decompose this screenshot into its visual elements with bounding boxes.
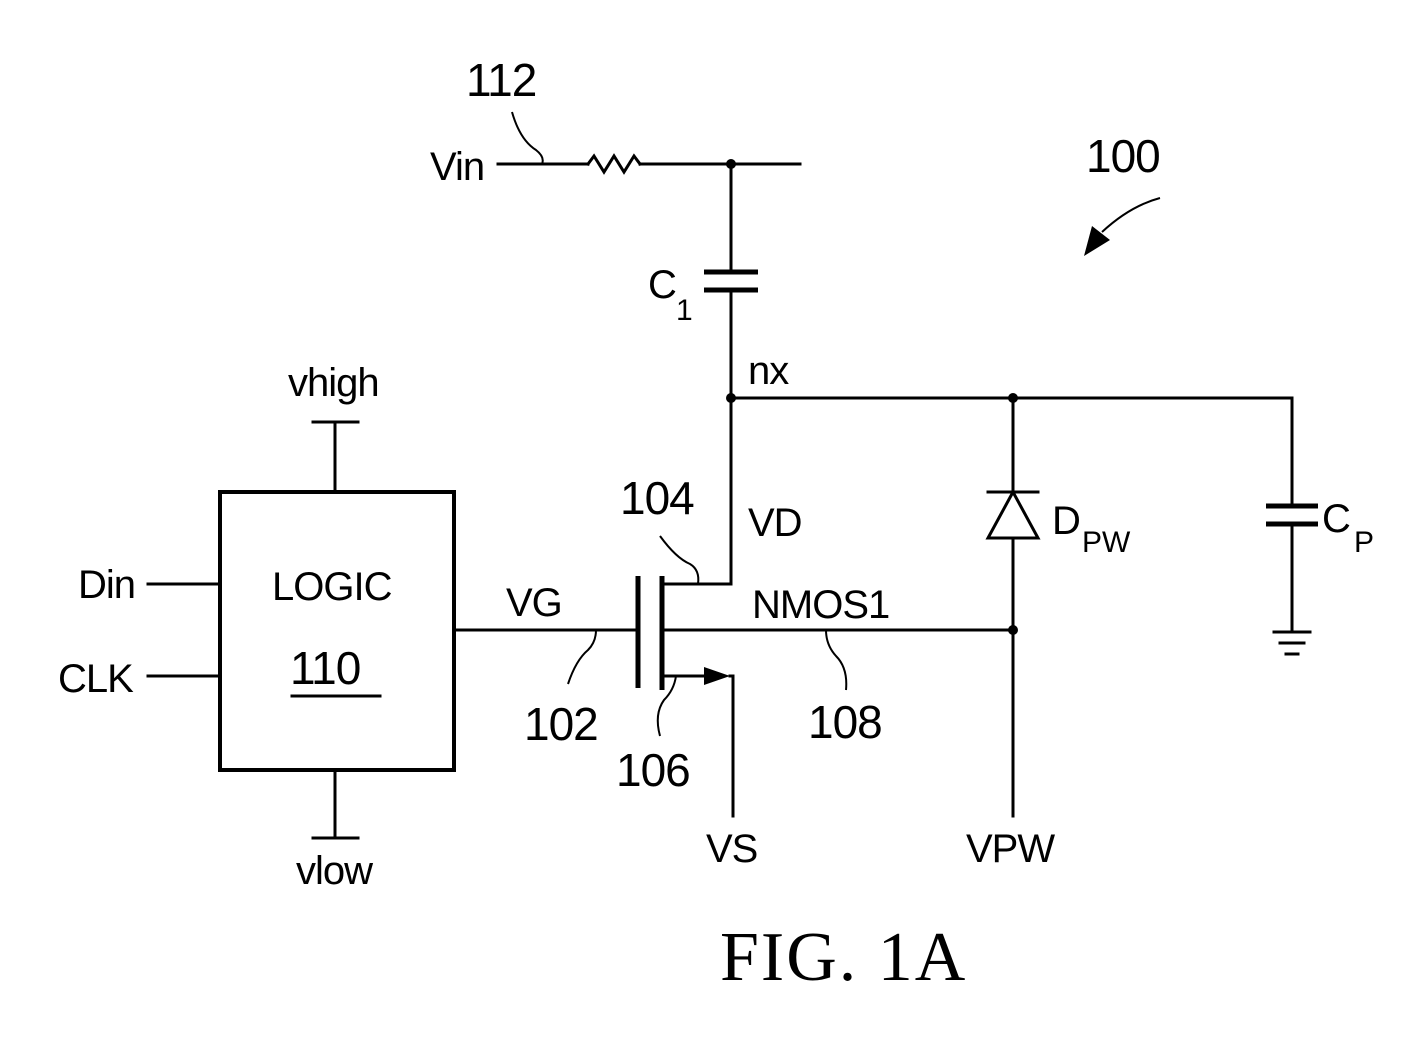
label-vin: Vin xyxy=(430,145,484,189)
arrowhead-100-icon xyxy=(1084,226,1110,256)
ref-108: 108 xyxy=(808,696,882,748)
label-vhigh: vhigh xyxy=(288,361,379,405)
source-arrow-icon xyxy=(704,667,730,685)
capacitor-cp xyxy=(1266,398,1318,654)
label-c1: C xyxy=(648,263,676,307)
resistor-112 xyxy=(588,156,640,172)
logic-block-110 xyxy=(148,422,454,838)
leader-100 xyxy=(1102,198,1160,232)
label-clk: CLK xyxy=(58,657,134,701)
leader-112 xyxy=(512,112,543,164)
leader-108 xyxy=(826,630,846,690)
diode-triangle-icon xyxy=(988,492,1038,538)
leader-102 xyxy=(568,630,596,684)
leader-lines xyxy=(512,112,1160,736)
ref-112: 112 xyxy=(466,54,536,106)
label-c1-subscript: 1 xyxy=(676,294,693,327)
label-cp-subscript: P xyxy=(1354,526,1374,559)
label-vs: VS xyxy=(706,827,757,871)
figure-caption: FIG. 1A xyxy=(720,919,967,996)
ref-110: 110 xyxy=(290,642,360,694)
label-vg: VG xyxy=(506,581,562,625)
label-vpw: VPW xyxy=(966,827,1055,871)
leader-104 xyxy=(660,536,698,584)
label-cp: C xyxy=(1322,497,1350,541)
label-dpw-subscript: PW xyxy=(1082,526,1131,559)
label-dpw: D xyxy=(1052,499,1080,543)
label-din: Din xyxy=(78,563,135,607)
diode-dpw xyxy=(988,398,1038,816)
label-nx: nx xyxy=(748,349,789,393)
label-logic: LOGIC xyxy=(272,565,392,609)
label-vd: VD xyxy=(748,501,802,545)
ref-106: 106 xyxy=(616,744,690,796)
nx-node xyxy=(726,393,1292,403)
ref-100: 100 xyxy=(1086,130,1160,182)
label-vlow: vlow xyxy=(296,849,373,893)
label-nmos1: NMOS1 xyxy=(752,583,889,627)
logic-box xyxy=(220,492,454,770)
ref-104: 104 xyxy=(620,472,694,524)
ref-102: 102 xyxy=(524,698,598,750)
